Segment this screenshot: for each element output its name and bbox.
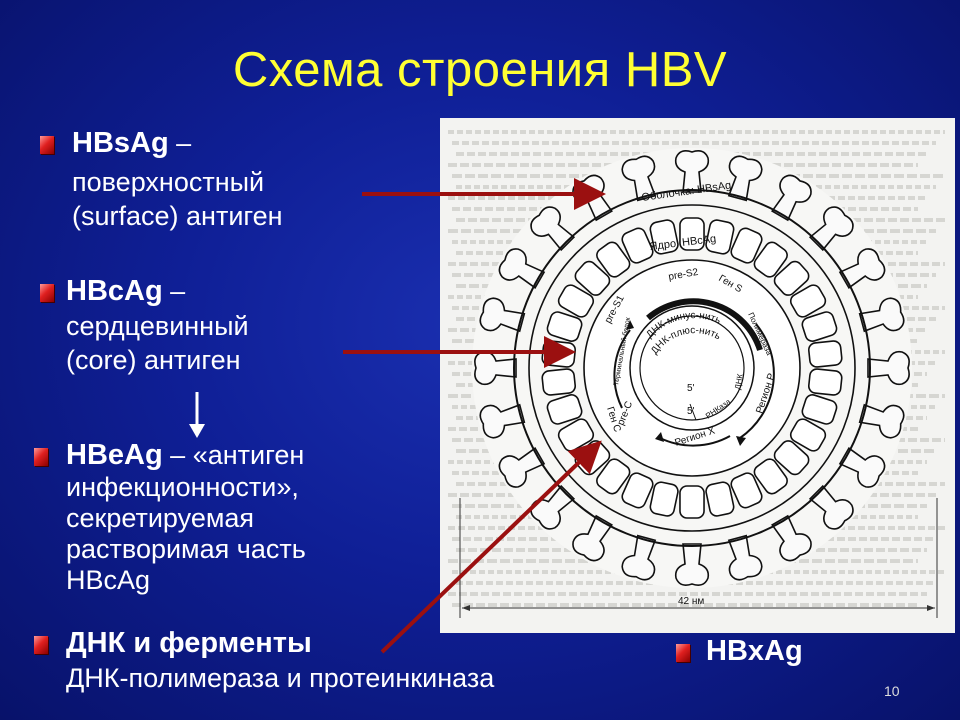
capsid-subunit (807, 368, 843, 396)
five-prime-label-b: 5' (687, 406, 695, 417)
bullet-icon (40, 136, 54, 154)
five-prime-label-a: 5' (687, 383, 695, 394)
envelope-spike (479, 297, 526, 333)
capsid-subunit (730, 472, 763, 509)
nick-line (689, 403, 697, 421)
capsid-subunit (801, 394, 838, 425)
hbeag-heading: HBeAg (66, 439, 163, 471)
hbcag-dash: – (162, 276, 186, 306)
capsid-subunit (649, 481, 679, 517)
capsid-subunit (557, 284, 595, 318)
hbsag-heading: HBsAg (72, 127, 169, 159)
region-x-arc (659, 435, 731, 447)
hbeag-line-2: секретируемая (66, 503, 255, 533)
dna-enzymes-heading: ДНК и ферменты (66, 627, 312, 659)
envelope-spike (867, 350, 910, 386)
hbcag-heading: HBcAg (66, 275, 163, 307)
envelope-spike (621, 534, 657, 581)
gene-c-arrowhead (626, 320, 634, 330)
envelope-spike (838, 248, 886, 289)
nucleocapsid-inner-ring (583, 259, 801, 477)
slide-title: Схема строения HBV (232, 43, 728, 97)
hbeag-desc: – «антиген (162, 440, 305, 470)
capsid-subunit (807, 340, 843, 368)
capsid-subunit (679, 485, 705, 519)
dna-label: ДНК (733, 373, 745, 391)
capsid-subunit (574, 260, 611, 296)
gene-c-arc (613, 329, 631, 409)
capsid-subunit (621, 472, 654, 509)
bullet-icon (34, 636, 48, 654)
bullet-icon (40, 284, 54, 302)
envelope-spike (479, 403, 526, 439)
bullet-icon (676, 644, 690, 662)
hbsag-dash: – (168, 128, 192, 158)
capsid-subunits (541, 217, 843, 519)
region-p-arrowhead (736, 436, 746, 446)
envelope-outer-ring (513, 189, 871, 547)
hbeag-line-4: HBcAg (66, 565, 151, 595)
capsid-subunit (789, 284, 827, 318)
capsid-subunit (621, 227, 654, 264)
envelope-inner-ring (528, 204, 856, 532)
hbcag-line-1: сердцевинный (66, 311, 249, 341)
capsid-subunit (730, 227, 763, 264)
region-x-arrowhead (655, 432, 664, 442)
hbv-structure-diagram: Оболочка: HBsAg Ядро: HBcAg pre-S2 pre-S… (440, 118, 955, 633)
dna-minus-circle (629, 305, 755, 431)
capsid-subunit (541, 368, 577, 396)
capsid-subunit (773, 260, 810, 296)
hbsag-line-1: поверхностный (72, 167, 265, 197)
envelope-spike (771, 174, 812, 222)
capsid-subunit (541, 340, 577, 368)
hbeag-line-3: растворимая часть (66, 534, 306, 564)
envelope-spike (838, 447, 886, 488)
capsid-subunit (789, 418, 827, 452)
scale-label: 42 нм (678, 596, 704, 607)
dna-enzymes-line-1: ДНК-полимераза и протеинкиназа (66, 663, 495, 693)
envelope-spike (808, 484, 854, 530)
hbxag-label: HBxAg (706, 635, 803, 667)
pre-s2-label: pre-S2 (668, 267, 700, 283)
capsid-subunit (679, 217, 705, 251)
hbsag-line-2: (surface) антиген (72, 201, 283, 231)
capsid-subunit (596, 458, 631, 495)
envelope-spike (621, 155, 657, 202)
envelope-spike (808, 206, 854, 252)
envelope-spike (530, 206, 576, 252)
scale-arrow-right (927, 605, 935, 611)
page-number: 10 (884, 683, 900, 699)
bullet-icon (34, 448, 48, 466)
envelope-spike (727, 155, 763, 202)
region-p-arc (739, 323, 775, 439)
envelope-spike (771, 514, 812, 562)
gene-s-band (646, 298, 763, 351)
envelope-spike (858, 403, 905, 439)
capsid-subunit (705, 219, 735, 255)
capsid-subunit (801, 311, 838, 342)
hbeag-line-1: инфекционности», (66, 472, 299, 502)
envelope-spike (498, 248, 546, 289)
envelope-spike (674, 150, 710, 193)
envelope-spike (727, 534, 763, 581)
dna-plus-circle (639, 315, 745, 421)
capsid-subunit (753, 241, 788, 278)
capsid-subunit (596, 241, 631, 278)
virion-schematic: Оболочка: HBsAg Ядро: HBcAg pre-S2 pre-S… (448, 130, 945, 618)
envelope-spike (858, 297, 905, 333)
envelope-spike (674, 543, 710, 586)
capsid-subunit (705, 481, 735, 517)
capsid-subunit (753, 458, 788, 495)
capsid-subunit (546, 394, 583, 425)
hbcag-line-2: (core) антиген (66, 345, 241, 375)
capsid-subunit (773, 440, 810, 476)
capsid-subunit (649, 219, 679, 255)
